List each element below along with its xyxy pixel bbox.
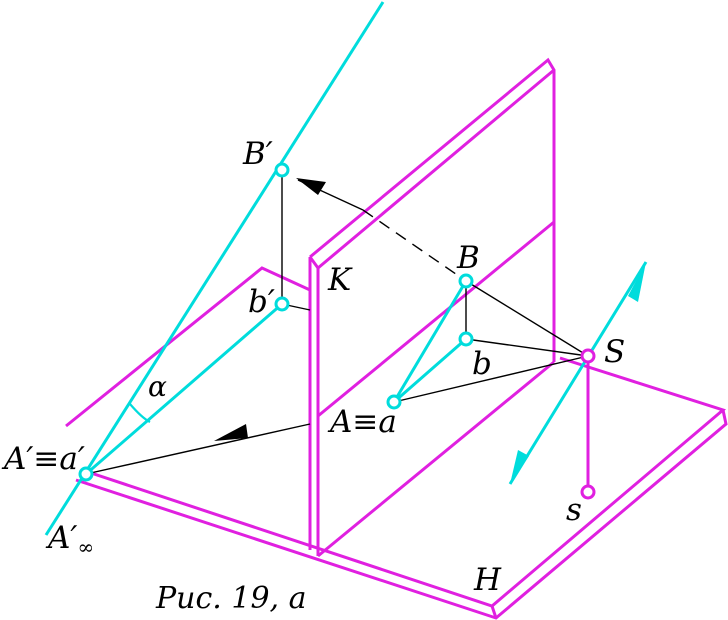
line-a-to-b [393,337,467,404]
plane-k-top-edge-inner [317,68,555,270]
arrow-to-bprime [296,178,326,195]
label-s: s [566,492,582,528]
label-b-prime: b′ [248,284,275,320]
line-A-to-B [392,280,468,403]
point-A-prime [78,466,94,482]
angle-alpha-arc [129,403,151,423]
label-A-prime-infinity-sub: ∞ [77,535,94,559]
labels: B′ b′ K B b S α A≡a A′≡a′ A′∞ s H Рис. 1… [1,136,625,616]
line-aprime-to-bprime-small [85,302,283,476]
line-a-to-S [393,355,589,403]
label-alpha: α [148,370,167,403]
plane-k-top-edge [309,57,556,362]
point-B [458,273,474,289]
label-A-prime-infinity: A′∞ [45,520,94,559]
arrow-down-icon [510,450,529,484]
construction-lines [85,170,589,475]
plane-k-trace-on-h [317,360,555,558]
plane-h [75,356,728,620]
label-A-equiv-a: A≡a [327,404,397,440]
line-projection-direction [508,261,648,485]
label-B-prime: B′ [242,136,273,172]
plane-h-corner [490,605,498,619]
label-b: b [472,346,492,382]
point-b [458,331,474,347]
plane-k-mid-line [317,220,555,418]
line-k-to-aprime [85,423,311,475]
point-A [386,394,402,410]
line-A-inf-ray [44,1,385,536]
point-S [580,348,596,364]
point-s [580,484,596,500]
line-B-to-S [465,280,589,357]
plane-back [65,266,311,428]
arrow-up-icon [628,262,646,302]
label-A-prime-infinity-base: A′ [45,520,77,556]
line-b-to-S [465,338,589,357]
point-B-prime [274,162,290,178]
label-B: B [456,240,480,276]
figure-caption: Рис. 19, a [155,581,307,616]
cyan-lines [44,1,648,536]
label-S: S [604,334,625,370]
plane-k [308,57,556,558]
point-b-prime [274,296,290,312]
points [78,162,596,500]
plane-h-top-edge [87,356,727,608]
line-B-hidden-dashed [362,209,467,282]
arrow-to-aprime [214,424,248,441]
label-A-prime-equiv-a-prime: A′≡a′ [1,441,85,477]
label-K: K [327,262,353,298]
plane-h-bottom-edge [75,409,728,620]
plane-back-edge [65,266,311,428]
label-H: H [473,562,502,598]
